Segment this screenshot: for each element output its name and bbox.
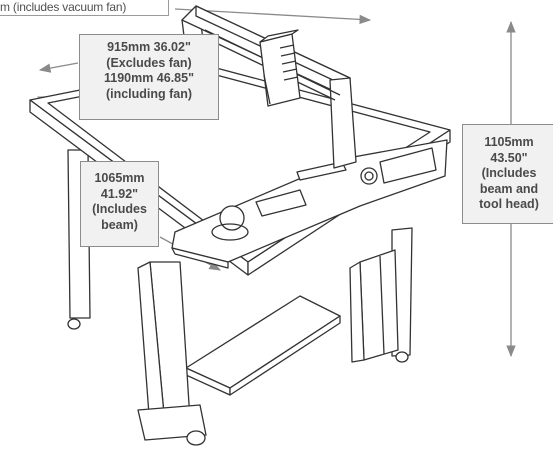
right-front-leg <box>359 249 399 361</box>
height-dimension-label: 1105mm 43.50" (Includes beam and tool he… <box>462 124 553 224</box>
overall-width-label: m (includes vacuum fan) <box>0 0 169 16</box>
depth-note-2: beam) <box>101 217 138 232</box>
depth-mm: 1065mm <box>94 171 145 185</box>
depth-note-1: (Includes <box>92 202 147 216</box>
height-mm: 1105mm <box>484 135 534 149</box>
width-dimension-label: 915mm 36.02" (Excludes fan) 1190mm 46.85… <box>79 34 219 120</box>
joystick <box>219 205 245 231</box>
width-mm-excl: 915mm 36.02" <box>107 40 191 54</box>
left-foot <box>137 404 207 441</box>
height-note-1: (Includes <box>481 166 537 180</box>
caster <box>67 318 81 330</box>
width-arrow-left <box>38 62 79 73</box>
caster <box>186 430 206 446</box>
width-mm-incl: 1190mm 46.85" <box>103 71 195 85</box>
height-note-3: tool head) <box>479 197 539 211</box>
height-note-2: beam and <box>479 181 539 196</box>
gantry-right-post <box>329 77 357 169</box>
width-note-excl: (Excludes fan) <box>106 55 192 70</box>
depth-dimension-label: 1065mm 41.92" (Includes beam) <box>80 161 159 247</box>
caster <box>395 351 409 363</box>
control-screen <box>379 147 437 184</box>
panel-tray <box>255 189 307 217</box>
depth-inch: 41.92" <box>100 186 139 201</box>
control-panel <box>171 139 448 263</box>
lower-shelf <box>185 295 341 389</box>
width-note-incl: (including fan) <box>105 86 193 101</box>
height-inch: 43.50" <box>490 150 528 165</box>
